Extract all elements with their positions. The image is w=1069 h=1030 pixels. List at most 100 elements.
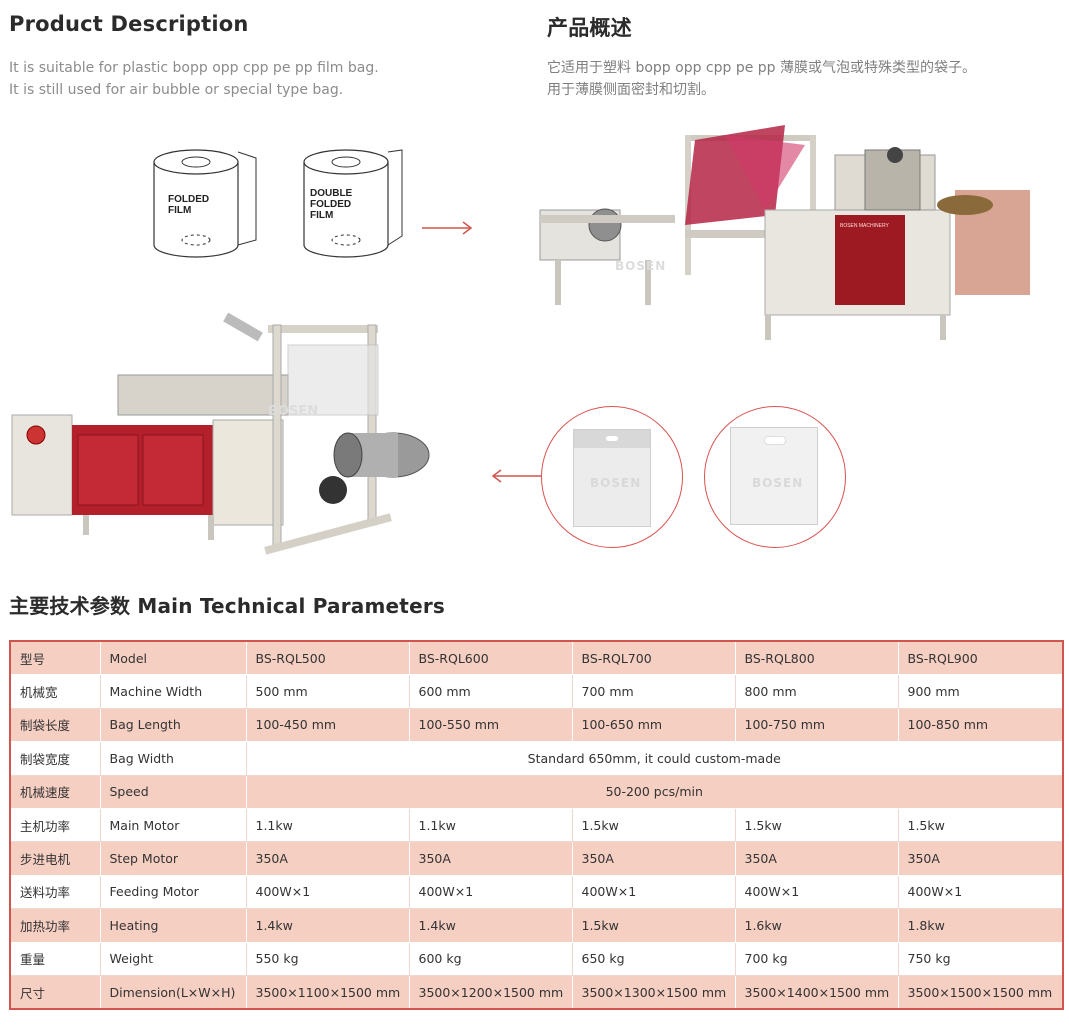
param-label-en: Main Motor [100, 808, 247, 843]
param-value: BS-RQL600 [409, 641, 573, 676]
param-value: 3500×1500×1500 mm [898, 975, 1064, 1010]
side-seal-machine-image: BOSEN MACHINERY BOSEN [539, 125, 1030, 340]
bag-sample-circle-2 [704, 406, 846, 548]
roll2-label-2: FOLDED [310, 199, 351, 210]
param-value: 700 kg [735, 942, 899, 976]
param-value: 100-450 mm [246, 708, 410, 743]
arrow-left-icon [491, 469, 542, 483]
param-value: 400W×1 [735, 875, 899, 910]
param-value: 350A [409, 841, 573, 876]
param-value: 400W×1 [572, 875, 736, 910]
param-value: 1.5kw [572, 908, 736, 943]
param-value: 100-550 mm [409, 708, 573, 743]
param-value: 700 mm [572, 674, 736, 709]
param-value: 1.4kw [409, 908, 573, 943]
param-value: 350A [572, 841, 736, 876]
product-description-text-cn: 它适用于塑料 bopp opp cpp pe pp 薄膜或气泡或特殊类型的袋子。… [547, 57, 976, 101]
param-value: 3500×1400×1500 mm [735, 975, 899, 1010]
param-value: 750 kg [898, 942, 1064, 976]
arrow-right-icon [422, 221, 473, 235]
double-folded-film-roll: DOUBLE FOLDED FILM [303, 149, 403, 258]
param-value: 1.1kw [246, 808, 410, 843]
param-value: BS-RQL900 [898, 641, 1064, 676]
param-label-en: Step Motor [100, 841, 247, 876]
param-value: 1.8kw [898, 908, 1064, 943]
param-value: 1.5kw [735, 808, 899, 843]
param-label-en: Speed [100, 775, 247, 809]
watermark-text-4: BOSEN [752, 476, 804, 490]
product-description-heading-cn: 产品概述 [547, 16, 632, 40]
description-line-cn-1: 它适用于塑料 bopp opp cpp pe pp 薄膜或气泡或特殊类型的袋子。 [547, 60, 977, 76]
param-value: 3500×1300×1500 mm [572, 975, 736, 1010]
param-value: 1.6kw [735, 908, 899, 943]
param-label-cn: 制袋宽度 [10, 741, 101, 776]
param-value: 3500×1200×1500 mm [409, 975, 573, 1010]
param-label-en: Dimension(L×W×H) [100, 975, 247, 1010]
param-value: 1.5kw [572, 808, 736, 843]
param-label-en: Model [100, 641, 247, 676]
product-description-heading: Product Description [9, 12, 249, 36]
product-description-text: It is suitable for plastic bopp opp cpp … [9, 57, 379, 101]
param-label-cn: 加热功率 [10, 908, 101, 943]
param-label-en: Weight [100, 942, 247, 976]
technical-parameters-heading: 主要技术参数 Main Technical Parameters [9, 594, 445, 618]
param-label-en: Bag Width [100, 741, 247, 776]
param-value: BS-RQL700 [572, 641, 736, 676]
description-line-1: It is suitable for plastic bopp opp cpp … [9, 60, 379, 76]
param-label-cn: 制袋长度 [10, 708, 101, 743]
param-value: 650 kg [572, 942, 736, 976]
param-value: 100-750 mm [735, 708, 899, 743]
watermark-text-2: BOSEN [268, 404, 318, 419]
param-value: 3500×1100×1500 mm [246, 975, 410, 1010]
roll1-label-1: FOLDED [168, 194, 209, 205]
header-bag-image [573, 429, 651, 527]
param-value: 400W×1 [246, 875, 410, 910]
param-value: 800 mm [735, 674, 899, 709]
param-label-cn: 重量 [10, 942, 101, 976]
bag-sample-circle-1 [541, 406, 683, 548]
film-rolls-illustration: FOLDED FILM DOUBLE FOLDED FILM [153, 149, 403, 258]
param-label-cn: 尺寸 [10, 975, 101, 1010]
param-label-en: Heating [100, 908, 247, 943]
description-line-2: It is still used for air bubble or speci… [9, 82, 344, 98]
param-value: 100-850 mm [898, 708, 1064, 743]
param-label-cn: 型号 [10, 641, 101, 676]
param-label-en: Machine Width [100, 674, 247, 709]
description-line-cn-2: 用于薄膜侧面密封和切割。 [547, 82, 715, 98]
param-value: 400W×1 [898, 875, 1064, 910]
roll1-label-2: FILM [168, 205, 191, 216]
param-label-cn: 送料功率 [10, 875, 101, 910]
folded-film-roll: FOLDED FILM [153, 149, 257, 258]
machine-plate-label: BOSEN MACHINERY [840, 223, 889, 229]
param-value-all-models: Standard 650mm, it could custom-made [246, 741, 1064, 776]
param-label-cn: 步进电机 [10, 841, 101, 876]
die-cut-bag-image [730, 427, 818, 525]
param-label-en: Feeding Motor [100, 875, 247, 910]
param-label-cn: 机械宽 [10, 674, 101, 709]
param-value: 1.4kw [246, 908, 410, 943]
param-value: BS-RQL800 [735, 641, 899, 676]
param-value: 600 mm [409, 674, 573, 709]
param-value: 400W×1 [409, 875, 573, 910]
roll2-label-1: DOUBLE [310, 188, 353, 199]
param-value: 600 kg [409, 942, 573, 976]
param-value: 100-650 mm [572, 708, 736, 743]
param-value: 1.1kw [409, 808, 573, 843]
param-label-cn: 主机功率 [10, 808, 101, 843]
param-value: 1.5kw [898, 808, 1064, 843]
param-value: 350A [898, 841, 1064, 876]
param-value: 550 kg [246, 942, 410, 976]
roll2-label-3: FILM [310, 210, 333, 221]
param-label-cn: 机械速度 [10, 775, 101, 809]
